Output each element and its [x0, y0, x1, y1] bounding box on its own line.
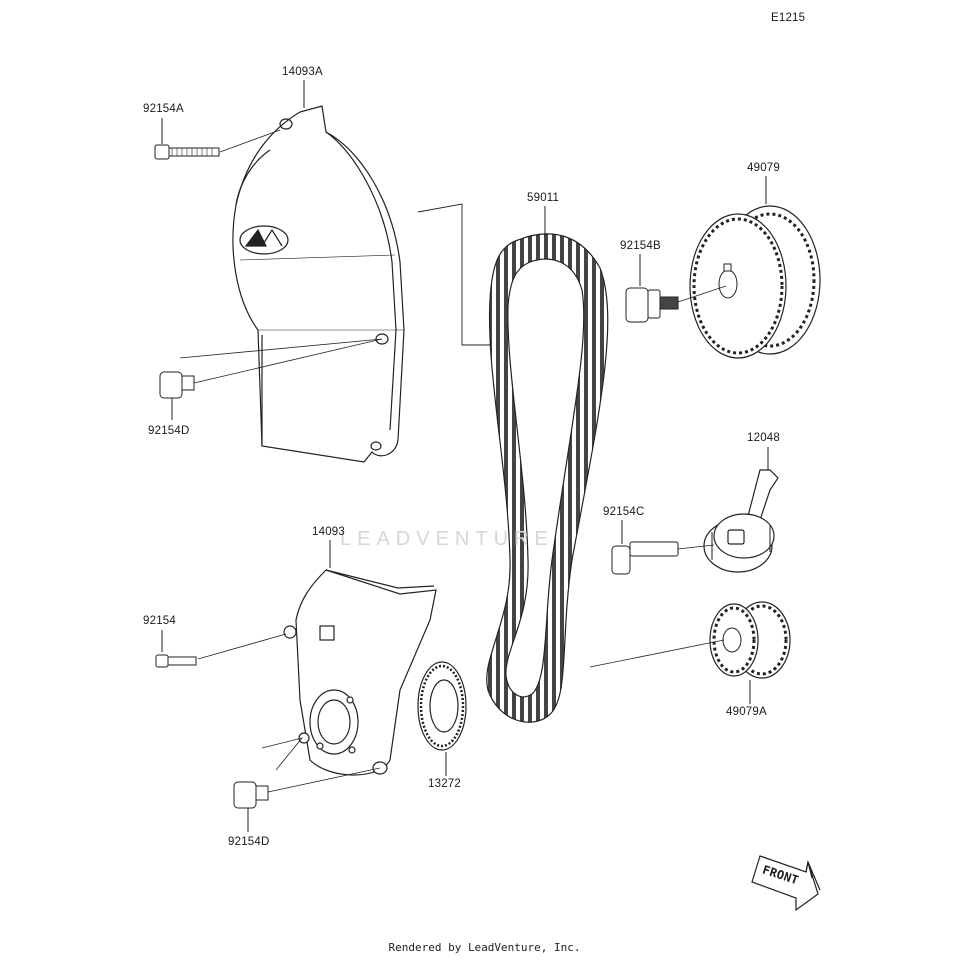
footer-credit: Rendered by LeadVenture, Inc.	[388, 941, 581, 954]
camshaft-sprocket[interactable]	[689, 205, 821, 359]
callout-13272[interactable]: 13272	[428, 778, 461, 790]
callout-49079[interactable]: 49079	[747, 162, 780, 174]
leader-92154D-bottom-to-cover	[267, 767, 381, 793]
bolt-92154B[interactable]	[625, 287, 679, 323]
upper-timing-cover[interactable]	[232, 105, 405, 463]
timing-belt[interactable]	[486, 233, 609, 723]
callout-12048[interactable]: 12048	[747, 432, 780, 444]
bolt-92154A[interactable]	[154, 144, 220, 160]
callout-92154A[interactable]: 92154A	[143, 103, 184, 115]
callout-92154B[interactable]: 92154B	[620, 240, 661, 252]
bolt-92154D-bottom[interactable]	[233, 781, 269, 809]
leader-92154B-to-sprocket	[677, 285, 727, 303]
assembly-line-lower	[261, 737, 304, 771]
front-direction-arrow-icon	[751, 855, 821, 912]
brand-logo-icon	[239, 225, 289, 255]
leader-92154A-to-cover	[219, 129, 281, 153]
assembly-line	[179, 338, 383, 359]
bolt-92154D-top[interactable]	[159, 371, 195, 399]
leader-92154D-top-to-cover	[193, 338, 383, 384]
crank-reluctor-ring[interactable]	[417, 661, 467, 751]
callout-92154D-bottom[interactable]: 92154D	[228, 836, 270, 848]
lower-timing-cover[interactable]	[283, 569, 437, 776]
assembly-line-cover-belt	[417, 203, 494, 346]
tensioner-pulley[interactable]	[703, 469, 779, 573]
callout-49079A[interactable]: 49079A	[726, 706, 767, 718]
callout-92154[interactable]: 92154	[143, 615, 176, 627]
leader-92154C-to-tensioner	[677, 544, 715, 550]
bolt-92154[interactable]	[155, 654, 197, 668]
crankshaft-sprocket[interactable]	[709, 601, 791, 679]
watermark-text: LEADVENTURE	[340, 528, 554, 550]
bolt-92154C[interactable]	[611, 541, 679, 575]
leader-92154-to-cover	[197, 633, 287, 660]
callout-14093A[interactable]: 14093A	[282, 66, 323, 78]
diagram-code: E1215	[771, 12, 806, 24]
assembly-line-belt-crank	[589, 639, 725, 668]
callout-92154C[interactable]: 92154C	[603, 506, 645, 518]
callout-59011[interactable]: 59011	[527, 192, 560, 204]
callout-92154D-top[interactable]: 92154D	[148, 425, 190, 437]
callout-14093[interactable]: 14093	[312, 526, 345, 538]
